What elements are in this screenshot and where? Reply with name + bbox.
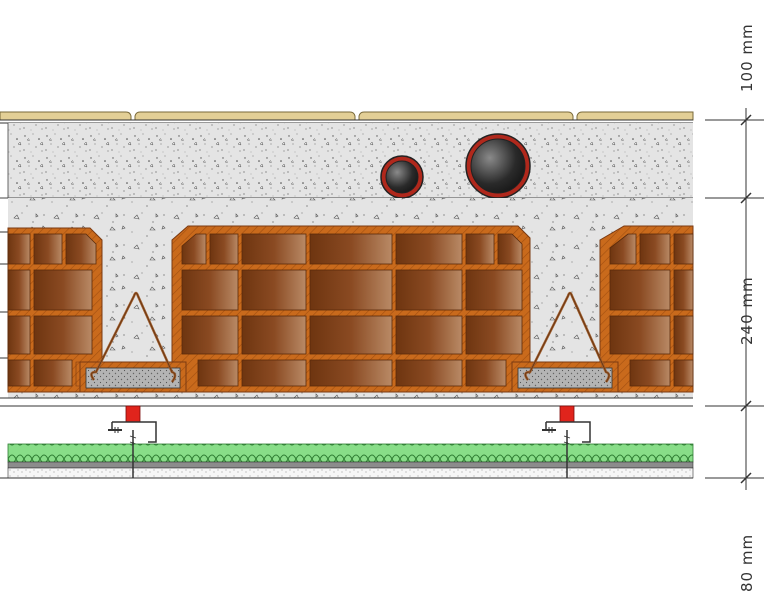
- precast-joist-left: [79, 291, 187, 393]
- hollow-brick-center: [171, 225, 531, 393]
- hollow-brick-right: [599, 225, 694, 393]
- screw-icon: [108, 427, 122, 433]
- ceiling-line: [0, 397, 693, 407]
- dimension-label-80: 80 mm: [738, 534, 756, 592]
- dimension-label-240: 240 mm: [738, 276, 756, 345]
- screw-icon: [542, 427, 556, 433]
- insulation-layer: [7, 443, 694, 463]
- precast-joist-right: [511, 291, 619, 393]
- small-pipe: [380, 155, 424, 199]
- screed-layer: [0, 123, 693, 199]
- plasterboard-layer: [0, 461, 694, 479]
- large-pipe: [465, 133, 531, 199]
- dimension-lines: [705, 108, 764, 490]
- hollow-brick-left: [7, 227, 103, 393]
- dimension-label-100: 100 mm: [738, 23, 756, 92]
- floor-finish-layer: [0, 111, 694, 124]
